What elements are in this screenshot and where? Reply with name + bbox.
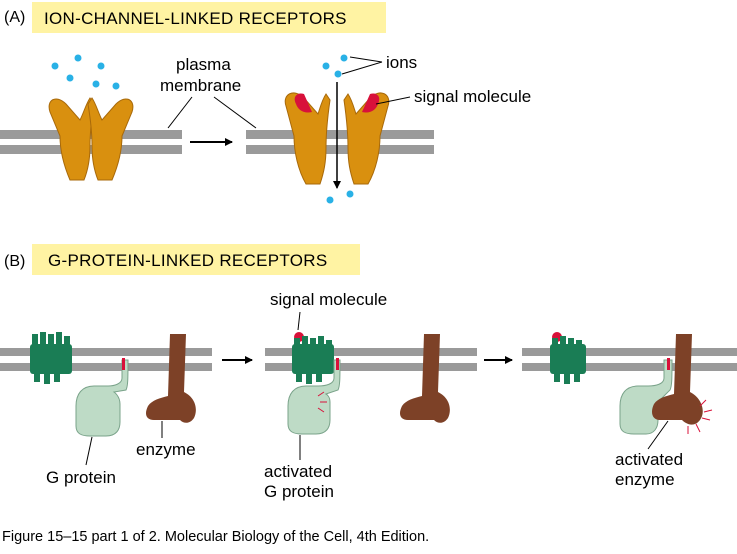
- panel-a-tag: (A): [4, 9, 25, 26]
- label-activated-g-line1: activated: [264, 462, 332, 481]
- membrane-b-2: [265, 348, 477, 371]
- membrane-b-1: [0, 348, 212, 371]
- label-signal-a: signal molecule: [414, 87, 531, 106]
- gpcr-receptor-3: [550, 336, 586, 384]
- enzyme-state-2: [400, 334, 450, 423]
- signal-pointer-b: [297, 311, 301, 331]
- activated-enzyme-pointer: [647, 420, 669, 450]
- activation-spark-enzyme: [687, 399, 713, 434]
- membrane-right-a: [246, 130, 434, 154]
- gpcr-receptor-2: [292, 336, 334, 384]
- label-ions: ions: [386, 53, 417, 72]
- g-protein-activated: [287, 358, 341, 435]
- label-plasma-line1: plasma: [176, 55, 231, 74]
- panel-a-title-highlight: [32, 2, 386, 33]
- panel-b-tag: (B): [4, 253, 25, 270]
- signal-pointer-a: [375, 96, 411, 105]
- label-g-protein: G protein: [46, 468, 116, 487]
- enzyme-activated: [652, 334, 703, 425]
- label-activated-enzyme-line1: activated: [615, 450, 683, 469]
- g-protein-inactive: [75, 358, 129, 437]
- ion-channel-closed: [48, 97, 134, 181]
- label-enzyme: enzyme: [136, 440, 196, 459]
- plasma-pointer-left: [167, 96, 193, 129]
- g-protein-pointer: [85, 436, 93, 466]
- membrane-left-a: [0, 130, 182, 154]
- ion-channel-open: [284, 92, 390, 185]
- plasma-pointer-right: [213, 96, 257, 129]
- label-activated-g-line2: G protein: [264, 482, 334, 501]
- ions-pointer-2: [341, 61, 383, 75]
- label-signal-b: signal molecule: [270, 290, 387, 309]
- ions-flow: [322, 54, 354, 204]
- ions-outside: [51, 54, 120, 90]
- signal-molecule-bound-right: [362, 93, 380, 113]
- membrane-b-3: [522, 348, 737, 371]
- panel-b-title-highlight: [32, 244, 360, 275]
- panel-a: (A) ION-CHANNEL-LINKED RECEPTORS: [0, 2, 531, 204]
- activation-spark-g: [317, 391, 327, 413]
- panel-b-title: G-PROTEIN-LINKED RECEPTORS: [48, 251, 328, 270]
- panel-a-title: ION-CHANNEL-LINKED RECEPTORS: [44, 9, 347, 28]
- label-plasma-line2: membrane: [160, 76, 241, 95]
- gpcr-receptor-1: [30, 332, 72, 384]
- g-protein-bound: [619, 358, 673, 435]
- panel-b: (B) G-PROTEIN-LINKED RECEPTORS: [0, 244, 737, 501]
- label-activated-enzyme-line2: enzyme: [615, 470, 675, 489]
- signal-molecule-bound-left: [294, 93, 312, 113]
- enzyme-inactive: [146, 334, 196, 423]
- figure-caption: Figure 15–15 part 1 of 2. Molecular Biol…: [2, 529, 429, 545]
- ions-pointer-1: [349, 56, 383, 63]
